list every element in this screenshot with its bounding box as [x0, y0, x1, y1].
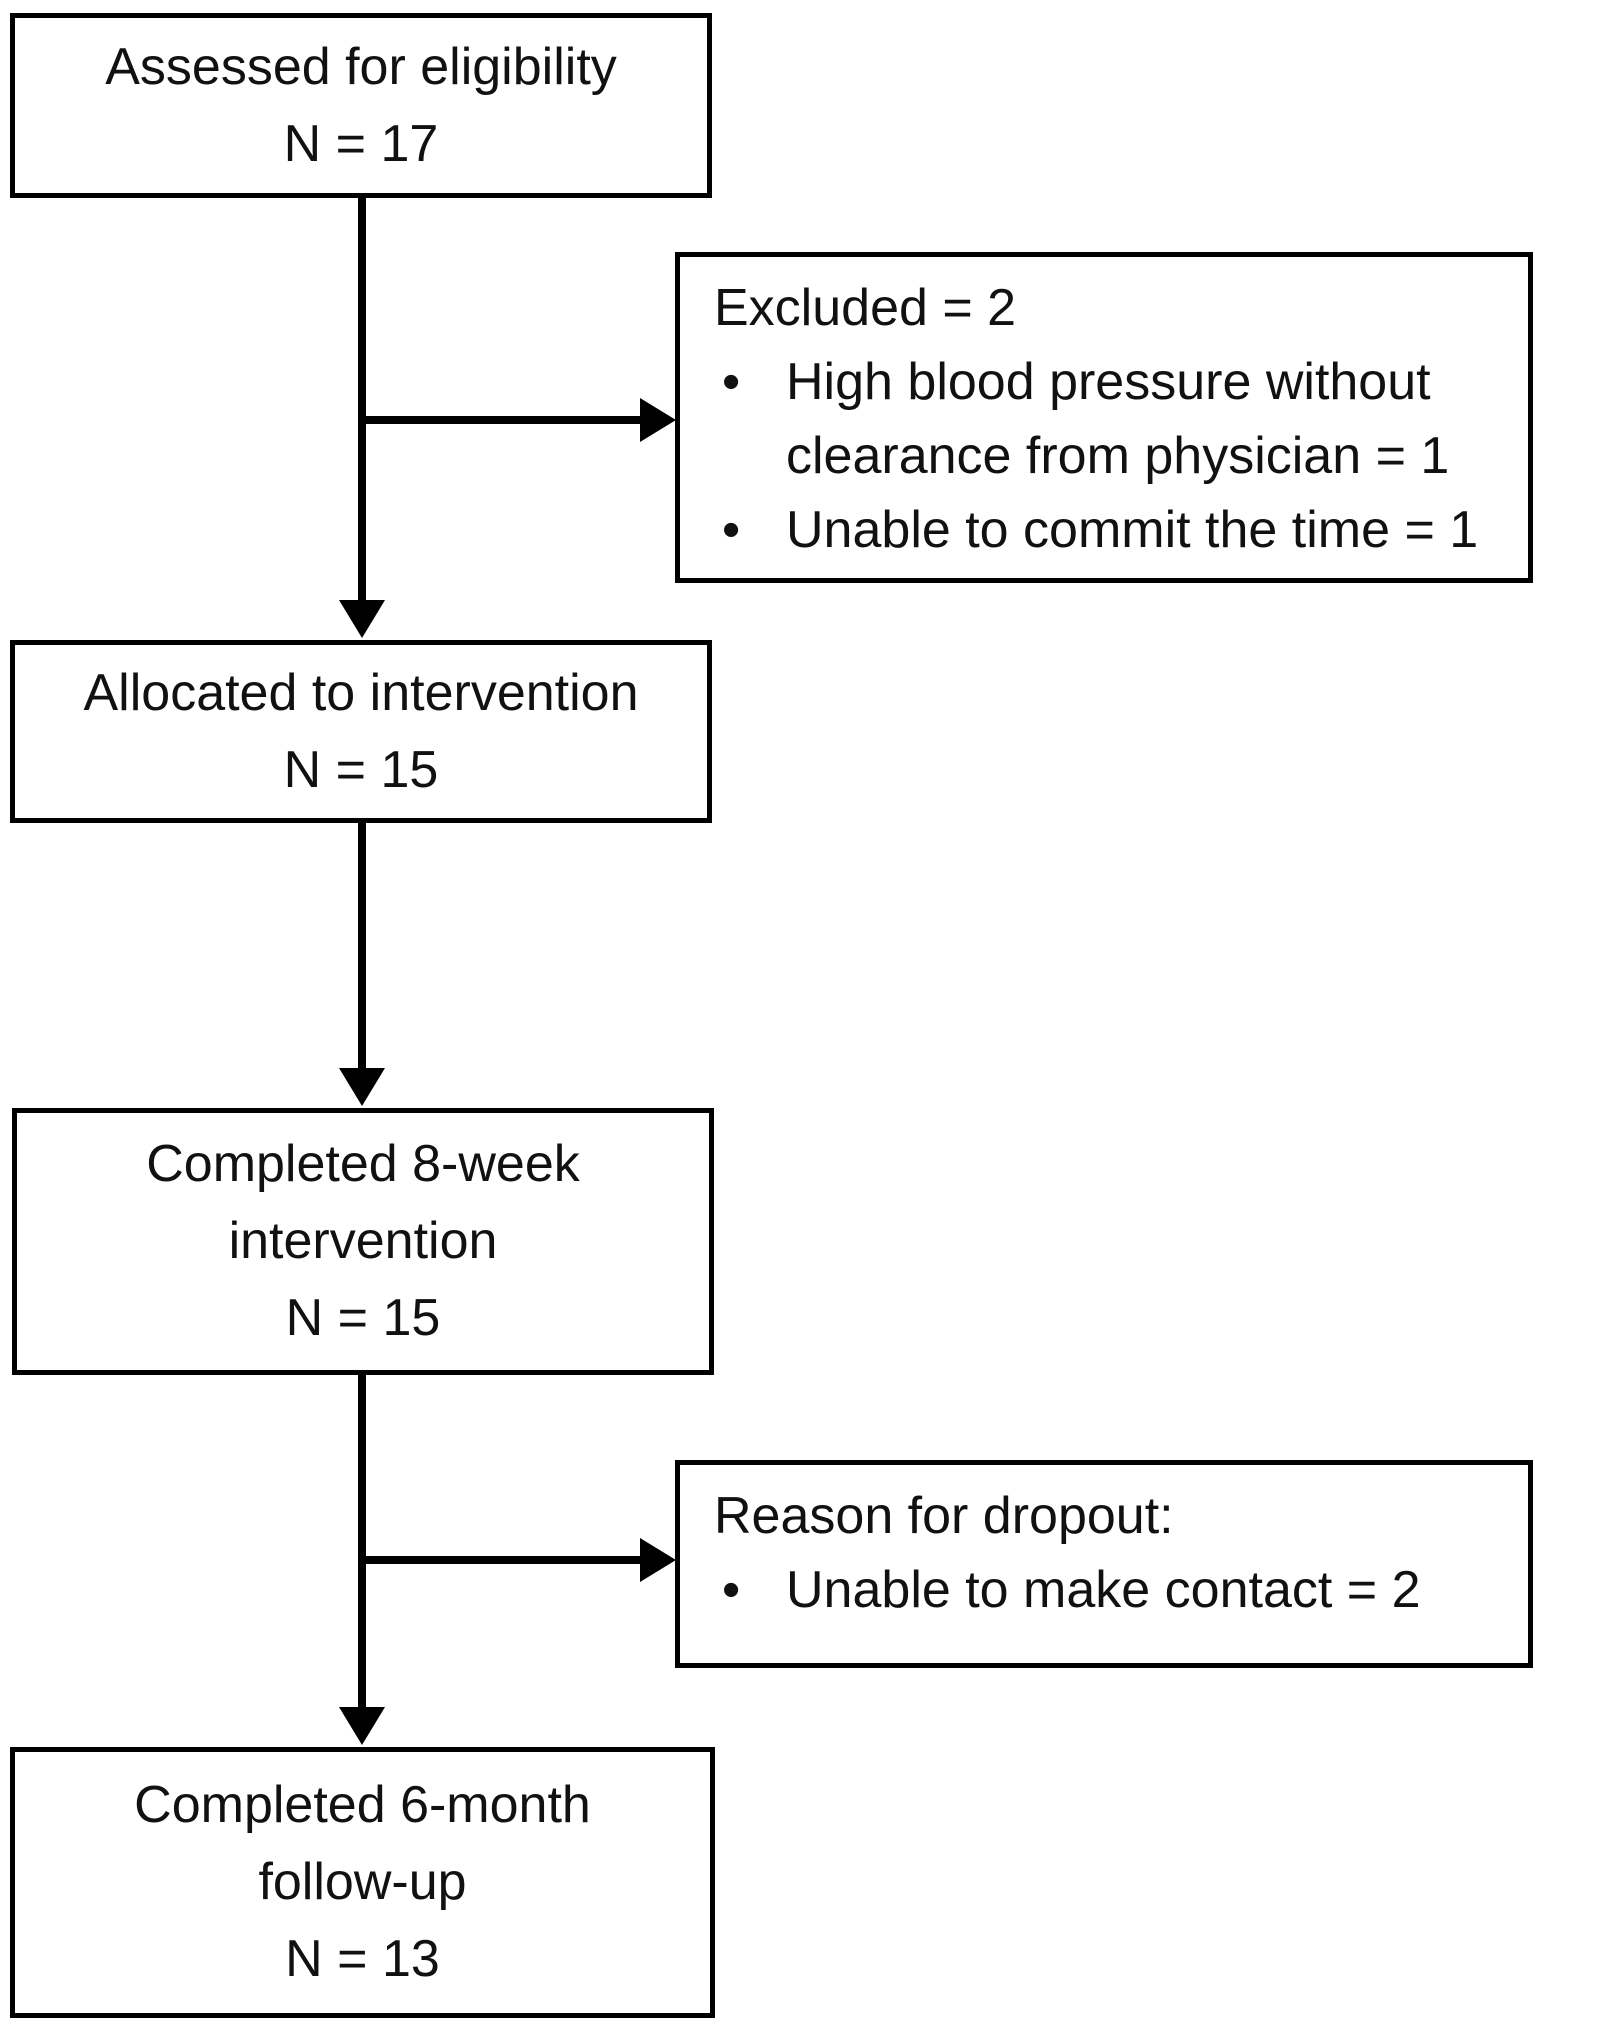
excluded-reason-row: • Unable to commit the time = 1 [714, 493, 1502, 567]
box-allocated-count: N = 15 [283, 740, 439, 799]
box-excluded: Excluded = 2 • High blood pressure witho… [675, 252, 1533, 583]
box-assessed-count: N = 17 [283, 114, 439, 173]
box-intervention-line-1: Completed 8-week [146, 1135, 580, 1193]
arrow-line-horizontal [362, 416, 644, 424]
excluded-reason-2: Unable to commit the time = 1 [786, 501, 1479, 559]
box-excluded-title: Excluded = 2 [714, 279, 1017, 337]
box-dropout-title: Reason for dropout: [714, 1487, 1174, 1545]
bullet-icon: • [722, 353, 741, 411]
bullet-icon: • [722, 501, 741, 559]
box-followup-line-1: Completed 6-month [134, 1776, 591, 1834]
box-allocated-intervention: Allocated to intervention N = 15 [10, 640, 712, 823]
box-completed-followup: Completed 6-month follow-up N = 13 [10, 1747, 715, 2018]
box-allocated-line-1: Allocated to intervention [83, 663, 639, 722]
box-intervention-line-2: intervention [228, 1212, 498, 1270]
arrow-line-vertical [358, 1375, 366, 1709]
arrowhead-right-icon [640, 398, 676, 442]
arrow-line-vertical [358, 198, 366, 602]
excluded-reason-row: • High blood pressure without clearance … [714, 345, 1502, 493]
excluded-reason-1: High blood pressure without clearance fr… [786, 353, 1450, 485]
box-assessed-line-1: Assessed for eligibility [105, 37, 617, 96]
arrow-line-horizontal [362, 1556, 644, 1564]
arrowhead-down-icon [339, 1707, 385, 1745]
box-completed-intervention: Completed 8-week intervention N = 15 [12, 1108, 714, 1375]
arrow-line-vertical [358, 823, 366, 1070]
box-dropout-reason: Reason for dropout: • Unable to make con… [675, 1460, 1533, 1668]
arrowhead-down-icon [339, 600, 385, 638]
arrowhead-right-icon [640, 1538, 676, 1582]
dropout-reason-1: Unable to make contact = 2 [786, 1561, 1421, 1619]
box-assessed-eligibility: Assessed for eligibility N = 17 [10, 13, 712, 198]
box-followup-line-2: follow-up [258, 1853, 467, 1911]
bullet-icon: • [722, 1561, 741, 1619]
dropout-reason-row: • Unable to make contact = 2 [714, 1553, 1502, 1627]
box-intervention-count: N = 15 [285, 1289, 441, 1347]
arrowhead-down-icon [339, 1068, 385, 1106]
box-followup-count: N = 13 [285, 1930, 440, 1988]
